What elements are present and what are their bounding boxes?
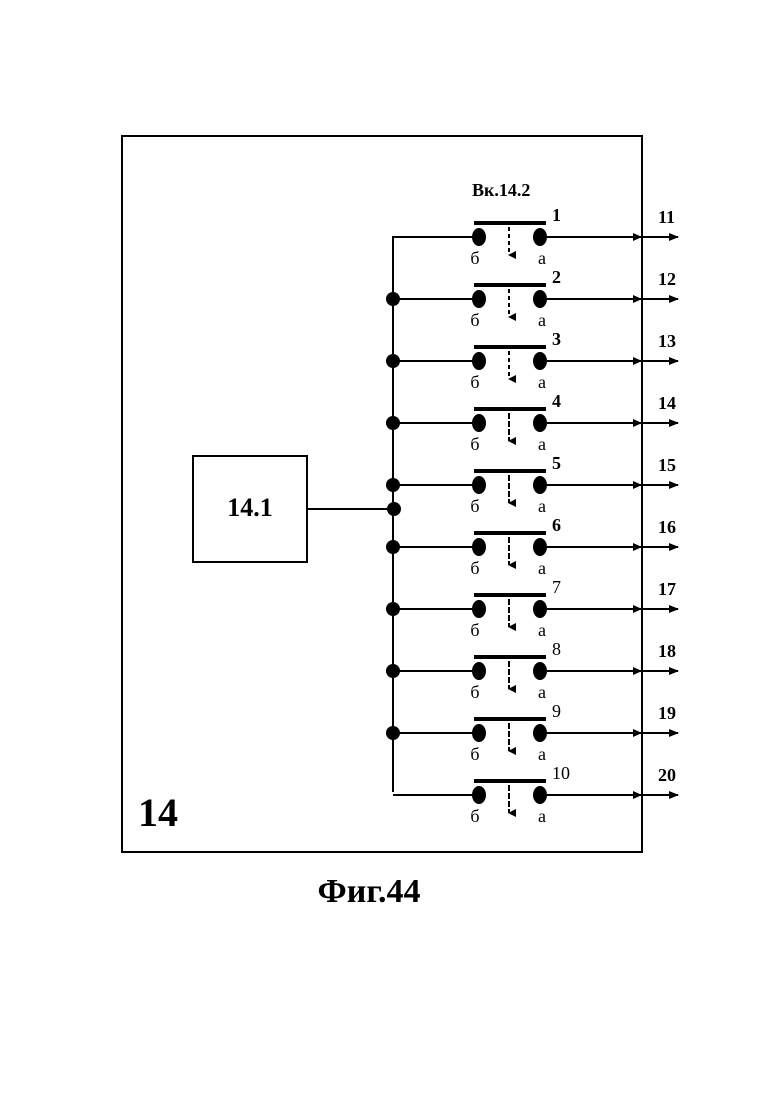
switch-number: 3 [552, 329, 561, 349]
contact-b-dot [472, 352, 486, 370]
switch-group-label: Вк.14.2 [472, 180, 530, 200]
contact-label-a: а [538, 248, 546, 268]
contact-a-dot [533, 414, 547, 432]
contact-b-dot [472, 476, 486, 494]
contact-label-a: а [538, 744, 546, 764]
switch-number: 7 [552, 577, 561, 597]
junction-dot [386, 292, 400, 306]
junction-dot [386, 602, 400, 616]
contact-b-dot [472, 600, 486, 618]
contact-label-b: б [470, 744, 479, 764]
contact-b-dot [472, 538, 486, 556]
junction-dot [386, 726, 400, 740]
contact-b-dot [472, 290, 486, 308]
figure-caption: Фиг.44 [318, 873, 421, 910]
contact-label-b: б [470, 310, 479, 330]
output-label: 18 [658, 641, 676, 661]
junction-dot [386, 354, 400, 368]
contact-a-dot [533, 290, 547, 308]
arrowhead-icon [633, 667, 642, 675]
contact-a-dot [533, 228, 547, 246]
contact-a-dot [533, 538, 547, 556]
switch-number: 2 [552, 267, 561, 287]
contact-label-b: б [470, 558, 479, 578]
contact-b-dot [472, 724, 486, 742]
contact-label-a: а [538, 558, 546, 578]
contact-a-dot [533, 476, 547, 494]
output-label: 14 [658, 393, 676, 413]
junction-dot [386, 478, 400, 492]
output-label: 20 [658, 765, 676, 785]
contact-label-b: б [470, 620, 479, 640]
contact-label-b: б [470, 434, 479, 454]
contact-label-a: а [538, 496, 546, 516]
contact-a-dot [533, 600, 547, 618]
switch-number: 6 [552, 515, 561, 535]
output-label: 12 [658, 269, 676, 289]
junction-dot [386, 664, 400, 678]
contact-b-dot [472, 228, 486, 246]
arrowhead-icon [633, 419, 642, 427]
arrowhead-icon [633, 357, 642, 365]
contact-label-b: б [470, 248, 479, 268]
contact-label-a: а [538, 806, 546, 826]
contact-label-b: б [470, 372, 479, 392]
arrowhead-icon [633, 481, 642, 489]
contact-label-a: а [538, 682, 546, 702]
contact-label-a: а [538, 372, 546, 392]
contact-a-dot [533, 724, 547, 742]
output-label: 19 [658, 703, 676, 723]
contact-b-dot [472, 786, 486, 804]
arrowhead-icon [633, 791, 642, 799]
switch-rows: ба111ба212ба313ба414ба515ба616ба717ба818… [386, 205, 678, 826]
output-label: 15 [658, 455, 676, 475]
block-14-label: 14 [138, 790, 178, 835]
contact-a-dot [533, 352, 547, 370]
block-14-1-label: 14.1 [227, 493, 273, 522]
switch-number: 5 [552, 453, 561, 473]
contact-a-dot [533, 786, 547, 804]
contact-b-dot [472, 662, 486, 680]
arrowhead-icon [633, 729, 642, 737]
switch-number: 1 [552, 205, 561, 225]
contact-a-dot [533, 662, 547, 680]
output-label: 17 [658, 579, 676, 599]
junction-dot [386, 416, 400, 430]
contact-label-b: б [470, 806, 479, 826]
output-label: 13 [658, 331, 676, 351]
switch-number: 9 [552, 701, 561, 721]
output-label: 16 [658, 517, 676, 537]
arrowhead-icon [633, 295, 642, 303]
output-label: 11 [658, 207, 675, 227]
contact-label-a: а [538, 434, 546, 454]
arrowhead-icon [633, 543, 642, 551]
contact-label-b: б [470, 682, 479, 702]
contact-b-dot [472, 414, 486, 432]
switch-number: 10 [552, 763, 570, 783]
arrowhead-icon [633, 605, 642, 613]
contact-label-b: б [470, 496, 479, 516]
contact-label-a: а [538, 310, 546, 330]
switch-number: 4 [552, 391, 561, 411]
arrowhead-icon [633, 233, 642, 241]
contact-label-a: а [538, 620, 546, 640]
switch-number: 8 [552, 639, 561, 659]
junction-dot [386, 540, 400, 554]
block-14-frame [122, 136, 642, 852]
